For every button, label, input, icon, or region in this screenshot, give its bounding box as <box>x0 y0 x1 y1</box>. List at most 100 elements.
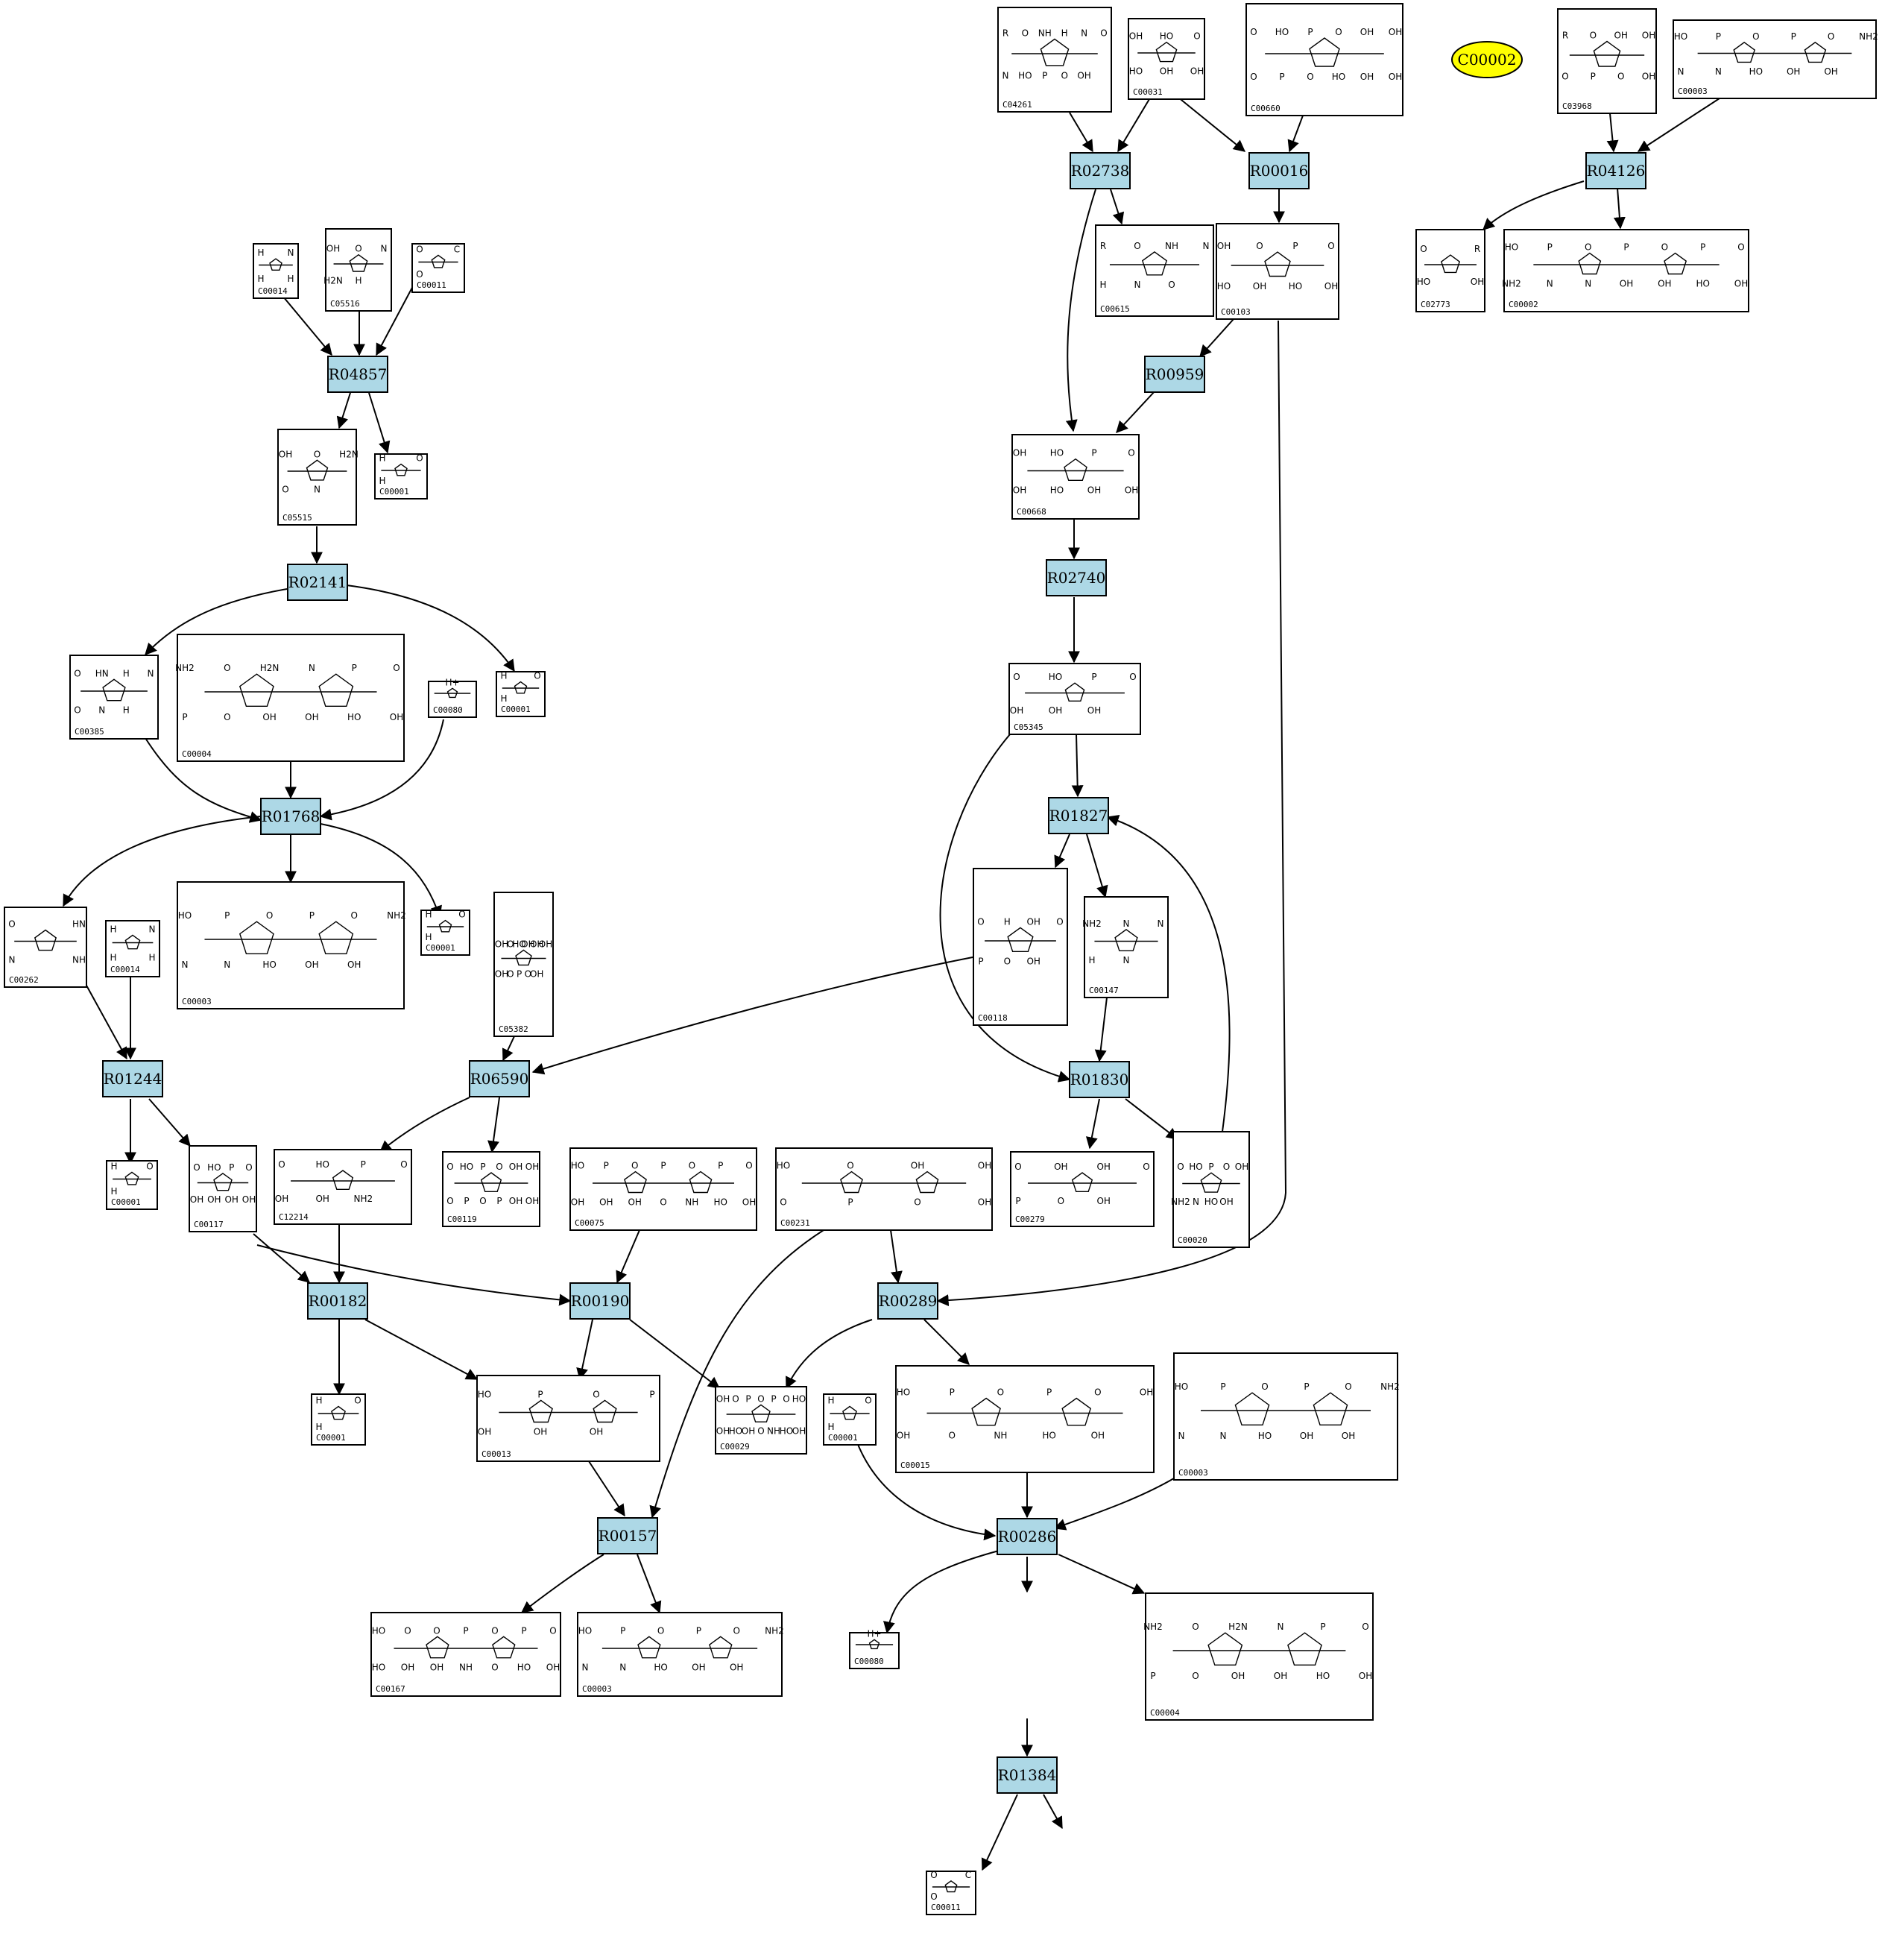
compound-c00080[interactable]: H+C00080 <box>428 677 477 718</box>
reaction-r06590[interactable]: R06590 <box>469 1060 530 1097</box>
atom-label: OH <box>279 449 292 459</box>
reaction-r04857[interactable]: R04857 <box>327 356 388 393</box>
compound-box <box>476 1375 660 1462</box>
atom-label: N <box>1278 1622 1284 1632</box>
edge <box>253 1233 311 1283</box>
highlight-compound[interactable]: C00002 <box>1451 41 1523 78</box>
reaction-r00016[interactable]: R00016 <box>1248 152 1310 189</box>
edge <box>1116 390 1156 433</box>
reaction-r00959[interactable]: R00959 <box>1144 356 1205 393</box>
atom-label: O <box>914 1197 921 1207</box>
reaction-r00157[interactable]: R00157 <box>597 1517 658 1554</box>
reaction-r01384[interactable]: R01384 <box>997 1756 1058 1794</box>
ring <box>318 673 354 707</box>
reaction-r00190[interactable]: R00190 <box>569 1282 631 1320</box>
atom-label: O <box>491 1663 498 1673</box>
atom-label: HN <box>72 919 86 930</box>
atom-label: N <box>1178 1431 1185 1441</box>
reaction-label: R02738 <box>1071 162 1130 180</box>
reaction-r00286[interactable]: R00286 <box>997 1518 1058 1555</box>
reaction-r01768[interactable]: R01768 <box>260 798 321 835</box>
reaction-r01830[interactable]: R01830 <box>1069 1061 1130 1098</box>
atom-label: O <box>977 916 984 927</box>
atom-label: O <box>400 1159 407 1170</box>
reaction-r04126[interactable]: R04126 <box>1585 152 1646 189</box>
compound-id: C05382 <box>499 1024 528 1034</box>
atom-label: H <box>110 1161 117 1171</box>
ring <box>446 687 458 699</box>
ring <box>124 1171 139 1185</box>
reaction-r00289[interactable]: R00289 <box>877 1282 938 1320</box>
compound-id: C00014 <box>258 286 288 296</box>
atom-label: OH <box>1787 66 1800 77</box>
reaction-r00182[interactable]: R00182 <box>307 1282 368 1320</box>
atom-label: HO <box>1042 1431 1055 1441</box>
atom-label: NH2 <box>1859 31 1878 42</box>
atom-label: OH <box>430 1663 443 1673</box>
atom-label: P <box>1304 1381 1309 1392</box>
reaction-r02740[interactable]: R02740 <box>1046 559 1107 596</box>
atom-label: H+ <box>867 1628 881 1639</box>
compound-id: C05515 <box>282 513 312 523</box>
atom-label: H <box>355 275 361 286</box>
atom-label: HO <box>1505 242 1518 253</box>
compound-c00080[interactable]: H+C00080 <box>849 1628 900 1669</box>
reaction-r02738[interactable]: R02738 <box>1070 152 1131 189</box>
atom-label: R <box>1100 241 1106 251</box>
atom-label: H <box>287 274 294 284</box>
reaction-r02141[interactable]: R02141 <box>287 564 348 601</box>
compound-id: C00001 <box>316 1433 346 1443</box>
reaction-r01827[interactable]: R01827 <box>1048 797 1109 834</box>
compound-box <box>1011 434 1140 520</box>
reaction-r01244[interactable]: R01244 <box>102 1060 163 1097</box>
atom-label: OH <box>1389 72 1402 82</box>
compound-id: C03968 <box>1562 101 1592 111</box>
atom-label: O <box>1585 242 1591 253</box>
ring <box>709 1636 733 1659</box>
